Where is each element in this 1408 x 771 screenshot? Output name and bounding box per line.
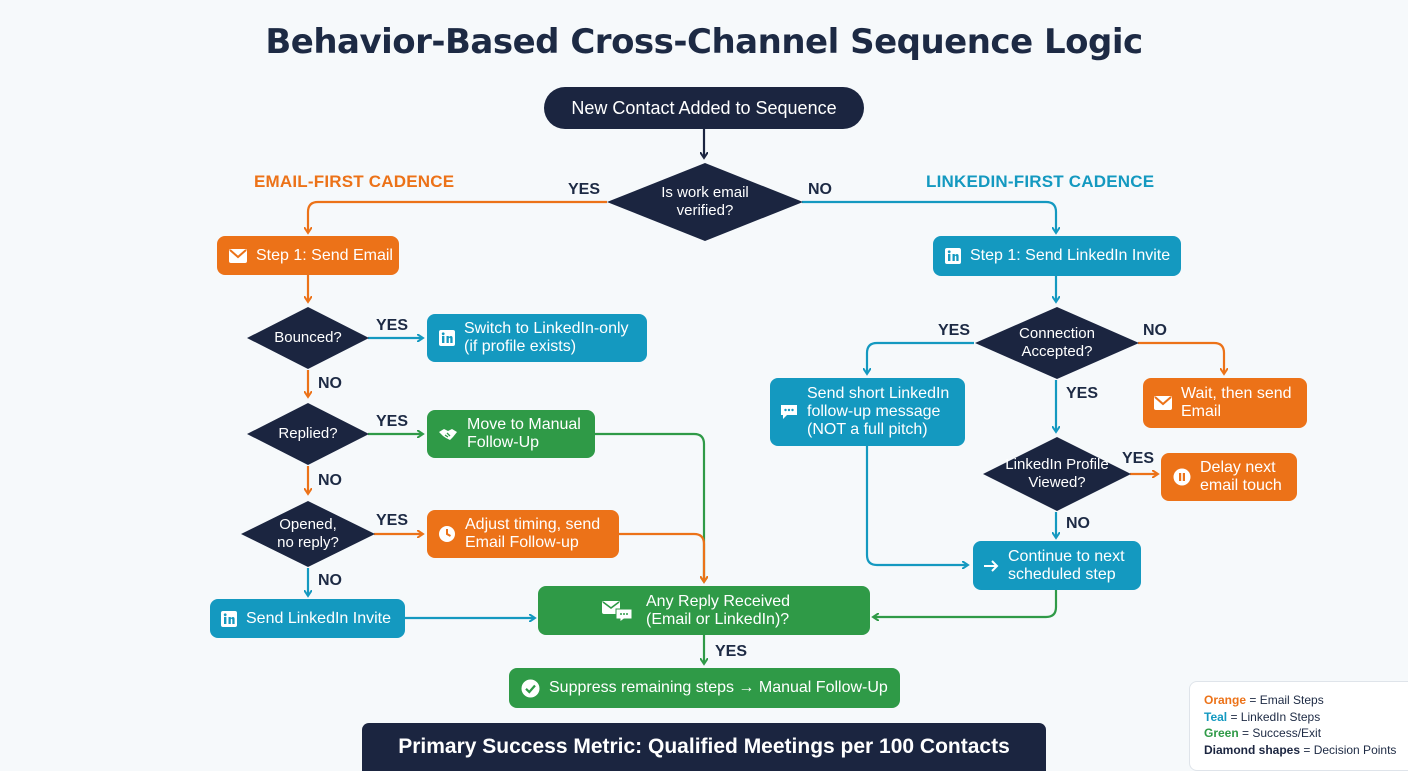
continue-step-label: Continue to next scheduled step: [1008, 547, 1125, 583]
decision-profile-viewed-label: LinkedIn Profile Viewed?: [1005, 456, 1109, 491]
label-no-accepted: NO: [1143, 322, 1167, 339]
adjust-timing-node: Adjust timing, send Email Follow-up: [427, 510, 619, 558]
wait-send-email-label: Wait, then send Email: [1181, 385, 1292, 420]
pause-icon: [1173, 468, 1191, 486]
reply-check-label: Any Reply Received (Email or LinkedIn)?: [646, 592, 791, 628]
decision-profile-viewed: LinkedIn Profile Viewed?: [982, 436, 1132, 512]
handshake-icon: [438, 427, 458, 441]
short-message-label: Send short LinkedIn follow-up message (N…: [807, 385, 950, 438]
decision-opened-label: Opened, no reply?: [277, 516, 339, 551]
label-yes-bounced: YES: [376, 317, 409, 334]
manual-followup-node: Move to Manual Follow-Up: [427, 410, 595, 458]
decision-replied-label: Replied?: [278, 425, 338, 442]
continue-step-node: Continue to next scheduled step: [973, 541, 1141, 590]
short-message-node: Send short LinkedIn follow-up message (N…: [770, 378, 965, 446]
start-node: New Contact Added to Sequence: [544, 87, 864, 129]
legend-item-teal: Teal = LinkedIn Steps: [1204, 709, 1321, 724]
linkedin-icon: [221, 610, 237, 627]
linkedin-icon: [945, 248, 961, 264]
label-no-verified: NO: [808, 181, 832, 198]
page-title: Behavior-Based Cross-Channel Sequence Lo…: [265, 22, 1143, 62]
chat-bubble-icon: [780, 404, 798, 420]
send-linkedin-invite-label: Send LinkedIn Invite: [246, 609, 391, 627]
label-no-opened: NO: [318, 572, 342, 589]
linkedin-cadence-heading: LINKEDIN-FIRST CADENCE: [926, 172, 1155, 191]
email-cadence-heading: EMAIL-FIRST CADENCE: [254, 172, 455, 191]
decision-connection-accepted-label: Connection Accepted?: [1019, 325, 1095, 360]
label-no-bounced: NO: [318, 375, 342, 392]
label-yes-profile: YES: [1122, 450, 1155, 467]
decision-email-verified: Is work email verified?: [606, 162, 804, 242]
linkedin-icon: [439, 330, 455, 346]
reply-check-node: Any Reply Received (Email or LinkedIn)?: [538, 586, 870, 635]
decision-replied: Replied?: [246, 402, 370, 466]
label-yes-accepted: YES: [938, 322, 971, 339]
linkedin-step1-node: Step 1: Send LinkedIn Invite: [933, 236, 1181, 276]
switch-linkedin-label: Switch to LinkedIn-only (if profile exis…: [464, 320, 629, 355]
label-yes-opened: YES: [376, 512, 409, 529]
suppress-label: Suppress remaining steps → Manual Follow…: [549, 679, 888, 696]
email-icon: [229, 248, 247, 263]
label-yes-accepted-down: YES: [1066, 385, 1099, 402]
email-icon: [1154, 396, 1172, 410]
chat-icon: [602, 599, 634, 623]
legend-item-orange: Orange = Email Steps: [1204, 693, 1324, 707]
legend-item-green: Green = Success/Exit: [1204, 726, 1322, 740]
legend-item-diamond: Diamond shapes = Decision Points: [1204, 742, 1397, 757]
label-yes-replied: YES: [376, 413, 409, 430]
send-linkedin-invite-node: Send LinkedIn Invite: [210, 599, 405, 638]
delay-email-node: Delay next email touch: [1161, 453, 1297, 501]
decision-opened: Opened, no reply?: [240, 500, 376, 568]
label-yes-reply: YES: [715, 643, 748, 660]
label-no-profile: NO: [1066, 515, 1090, 532]
switch-linkedin-node: Switch to LinkedIn-only (if profile exis…: [427, 314, 647, 362]
linkedin-step1-label: Step 1: Send LinkedIn Invite: [970, 247, 1171, 264]
decision-bounced: Bounced?: [246, 306, 370, 370]
primary-metric-banner: Primary Success Metric: Qualified Meetin…: [362, 723, 1046, 771]
email-step1-label: Step 1: Send Email: [256, 246, 393, 264]
suppress-node: Suppress remaining steps → Manual Follow…: [509, 668, 900, 708]
check-circle-icon: [521, 679, 540, 698]
legend: Orange = Email Steps Teal = LinkedIn Ste…: [1189, 681, 1408, 771]
decision-email-verified-label: Is work email verified?: [661, 184, 749, 219]
decision-connection-accepted: Connection Accepted?: [974, 306, 1140, 380]
arrow-right-icon: [983, 559, 999, 572]
manual-followup-label: Move to Manual Follow-Up: [467, 416, 581, 451]
decision-bounced-label: Bounced?: [274, 329, 342, 346]
label-no-replied: NO: [318, 472, 342, 489]
wait-send-email-node: Wait, then send Email: [1143, 378, 1307, 428]
email-step1-node: Step 1: Send Email: [217, 236, 399, 275]
label-yes-verified: YES: [568, 181, 601, 198]
clock-icon: [438, 525, 456, 543]
delay-email-label: Delay next email touch: [1200, 459, 1282, 494]
adjust-timing-label: Adjust timing, send Email Follow-up: [465, 516, 601, 551]
